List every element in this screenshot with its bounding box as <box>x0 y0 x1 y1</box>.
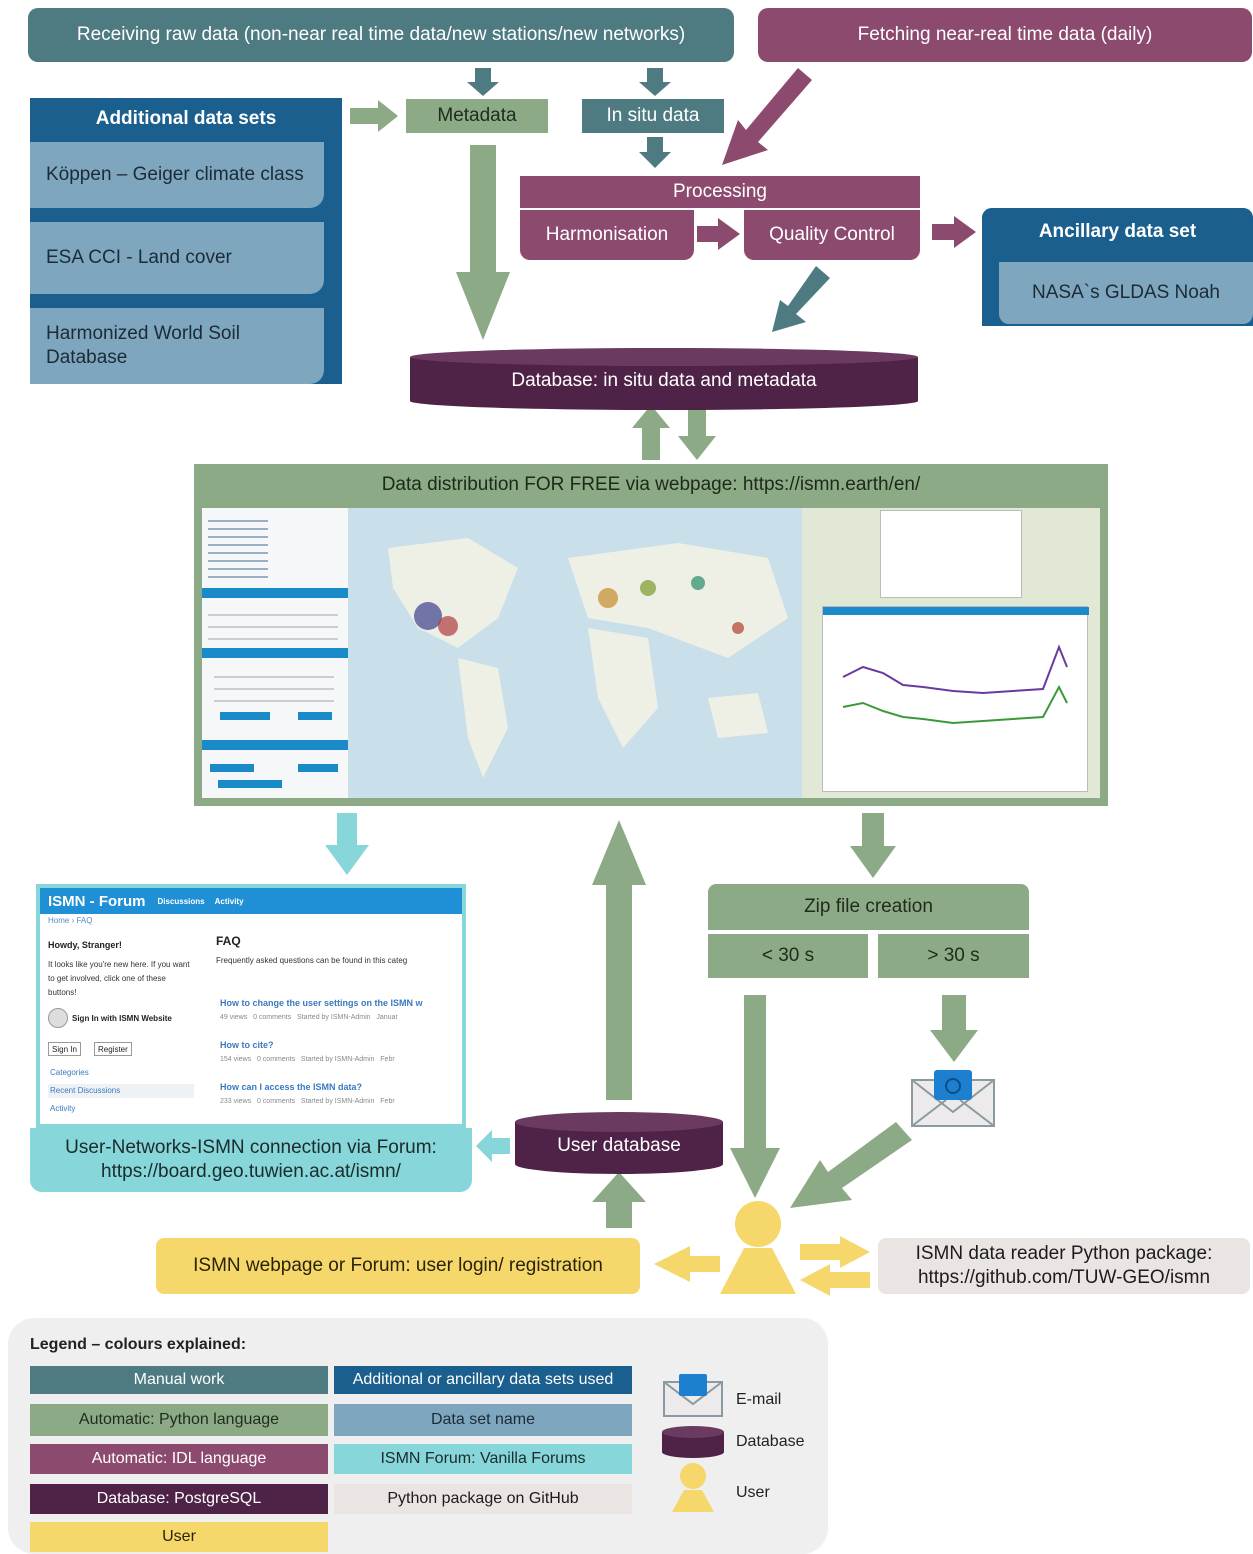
zip-fast: < 30 s <box>708 934 868 978</box>
legend-manual-work: Manual work <box>30 1366 328 1394</box>
zip-slow: > 30 s <box>878 934 1029 978</box>
forum-topic-title[interactable]: How to change the user settings on the I… <box>220 998 423 1008</box>
legend-python: Automatic: Python language <box>30 1404 328 1436</box>
nrt-fetch-box: Fetching near-real time data (daily) <box>758 8 1252 62</box>
legend-user-label: User <box>736 1484 770 1501</box>
forum-topic-meta: 49 views 0 comments Started by ISMN-Admi… <box>220 1014 398 1021</box>
arrow-email-to-user <box>790 1122 912 1208</box>
additional-item-koppen: Köppen – Geiger climate class <box>30 142 324 208</box>
forum-nav-discussions[interactable]: Discussions <box>157 896 205 906</box>
ismn-logo-icon <box>48 1008 68 1028</box>
database-main-label: Database: in situ data and metadata <box>511 370 817 392</box>
legend-additional: Additional or ancillary data sets used <box>334 1366 632 1394</box>
arrow-zip-to-email <box>930 995 978 1062</box>
arrow-distribution-to-database <box>632 405 670 460</box>
legend-title: Legend – colours explained: <box>30 1336 247 1353</box>
arrow-raw-to-metadata <box>467 68 499 96</box>
arrow-distribution-to-zip <box>850 813 896 878</box>
website-filter-sidebar <box>202 508 348 798</box>
additional-item-landcover: ESA CCI - Land cover <box>30 222 324 294</box>
legend-email-label: E-mail <box>736 1391 782 1408</box>
login-box: ISMN webpage or Forum: user login/ regis… <box>156 1238 640 1294</box>
ancillary-header: Ancillary data set <box>982 208 1253 256</box>
forum-nav-activity[interactable]: Activity <box>214 896 244 906</box>
forum-greeting: Howdy, Stranger! <box>48 940 122 950</box>
forum-faq-title: FAQ <box>216 934 241 948</box>
in-situ-box: In situ data <box>582 99 724 133</box>
forum-breadcrumb: Home › FAQ <box>48 916 93 925</box>
forum-link-categories[interactable]: Categories <box>50 1068 89 1077</box>
additional-datasets-header: Additional data sets <box>30 98 342 140</box>
arrow-metadata-to-database <box>456 145 510 340</box>
email-icon-main <box>911 1070 995 1127</box>
arrow-additional-to-metadata <box>350 100 398 132</box>
forum-topic-meta: 233 views 0 comments Started by ISMN-Adm… <box>220 1098 395 1105</box>
arrow-qc-to-database <box>772 266 830 332</box>
forum-link-recent[interactable]: Recent Discussions <box>50 1086 121 1095</box>
website-station-panel <box>802 508 1100 798</box>
forum-link-activity[interactable]: Activity <box>50 1104 76 1113</box>
metadata-box: Metadata <box>406 99 548 133</box>
forum-register-button[interactable]: Register <box>94 1042 132 1056</box>
arrow-login-to-userdb <box>592 1172 646 1228</box>
legend-forum: ISMN Forum: Vanilla Forums <box>334 1444 632 1474</box>
forum-panel: ISMN - Forum Discussions Activity Home ›… <box>36 884 466 1128</box>
website-world-map <box>348 508 802 798</box>
user-database-cylinder <box>515 1112 723 1174</box>
forum-header-bar: ISMN - Forum Discussions Activity <box>40 888 462 914</box>
legend-github: Python package on GitHub <box>334 1484 632 1514</box>
manual-input-box: Receiving raw data (non-near real time d… <box>28 8 734 62</box>
forum-signin-button[interactable]: Sign In <box>48 1042 81 1056</box>
harmonisation-box: Harmonisation <box>520 210 694 260</box>
user-database-label: User database <box>557 1135 681 1157</box>
user-icon-main <box>720 1201 796 1294</box>
forum-signin-ismn[interactable]: Sign In with ISMN Website <box>72 1014 172 1023</box>
arrow-harmonisation-to-qc <box>697 218 740 250</box>
world-map-graphic <box>388 538 788 778</box>
legend-database-label: Database <box>736 1433 805 1450</box>
arrow-python-to-user <box>800 1264 870 1296</box>
arrow-insitu-to-processing <box>639 137 671 168</box>
legend-idl: Automatic: IDL language <box>30 1444 328 1474</box>
arrow-database-to-distribution <box>678 405 716 460</box>
forum-faq-subtitle: Frequently asked questions can be found … <box>216 956 408 965</box>
arrow-user-to-python <box>800 1236 870 1268</box>
distribution-title: Data distribution FOR FREE via webpage: … <box>381 474 921 496</box>
forum-topic-meta: 154 views 0 comments Started by ISMN-Adm… <box>220 1056 395 1063</box>
legend-postgresql: Database: PostgreSQL <box>30 1484 328 1514</box>
ancillary-item-gldas: NASA`s GLDAS Noah <box>999 262 1253 324</box>
arrow-raw-to-insitu <box>639 68 671 96</box>
arrow-zip-to-user <box>730 995 780 1198</box>
arrow-nrt-to-processing <box>722 68 812 165</box>
arrow-distribution-to-forum <box>325 813 369 875</box>
forum-caption: User-Networks-ISMN connection via Forum:… <box>30 1128 472 1192</box>
forum-brand: ISMN - Forum <box>48 892 146 910</box>
database-main-cylinder <box>410 348 918 410</box>
processing-header: Processing <box>520 176 920 208</box>
arrow-user-to-login <box>654 1246 720 1282</box>
forum-intro: It looks like you're new here. If you wa… <box>48 960 190 997</box>
legend-dataset-name: Data set name <box>334 1404 632 1436</box>
forum-screenshot: ISMN - Forum Discussions Activity Home ›… <box>40 888 462 1124</box>
arrow-userdb-to-forum <box>476 1130 510 1162</box>
arrow-userdb-to-distribution <box>592 820 646 1100</box>
additional-item-soil: Harmonized World Soil Database <box>30 308 324 384</box>
forum-topic-title[interactable]: How can I access the ISMN data? <box>220 1082 363 1092</box>
legend-user: User <box>30 1522 328 1552</box>
quality-control-box: Quality Control <box>744 210 920 260</box>
arrow-qc-to-ancillary <box>932 216 976 248</box>
zip-title: Zip file creation <box>708 884 1029 930</box>
python-package-box: ISMN data reader Python package: https:/… <box>878 1238 1250 1294</box>
website-screenshot <box>202 508 1100 798</box>
forum-topic-title[interactable]: How to cite? <box>220 1040 274 1050</box>
